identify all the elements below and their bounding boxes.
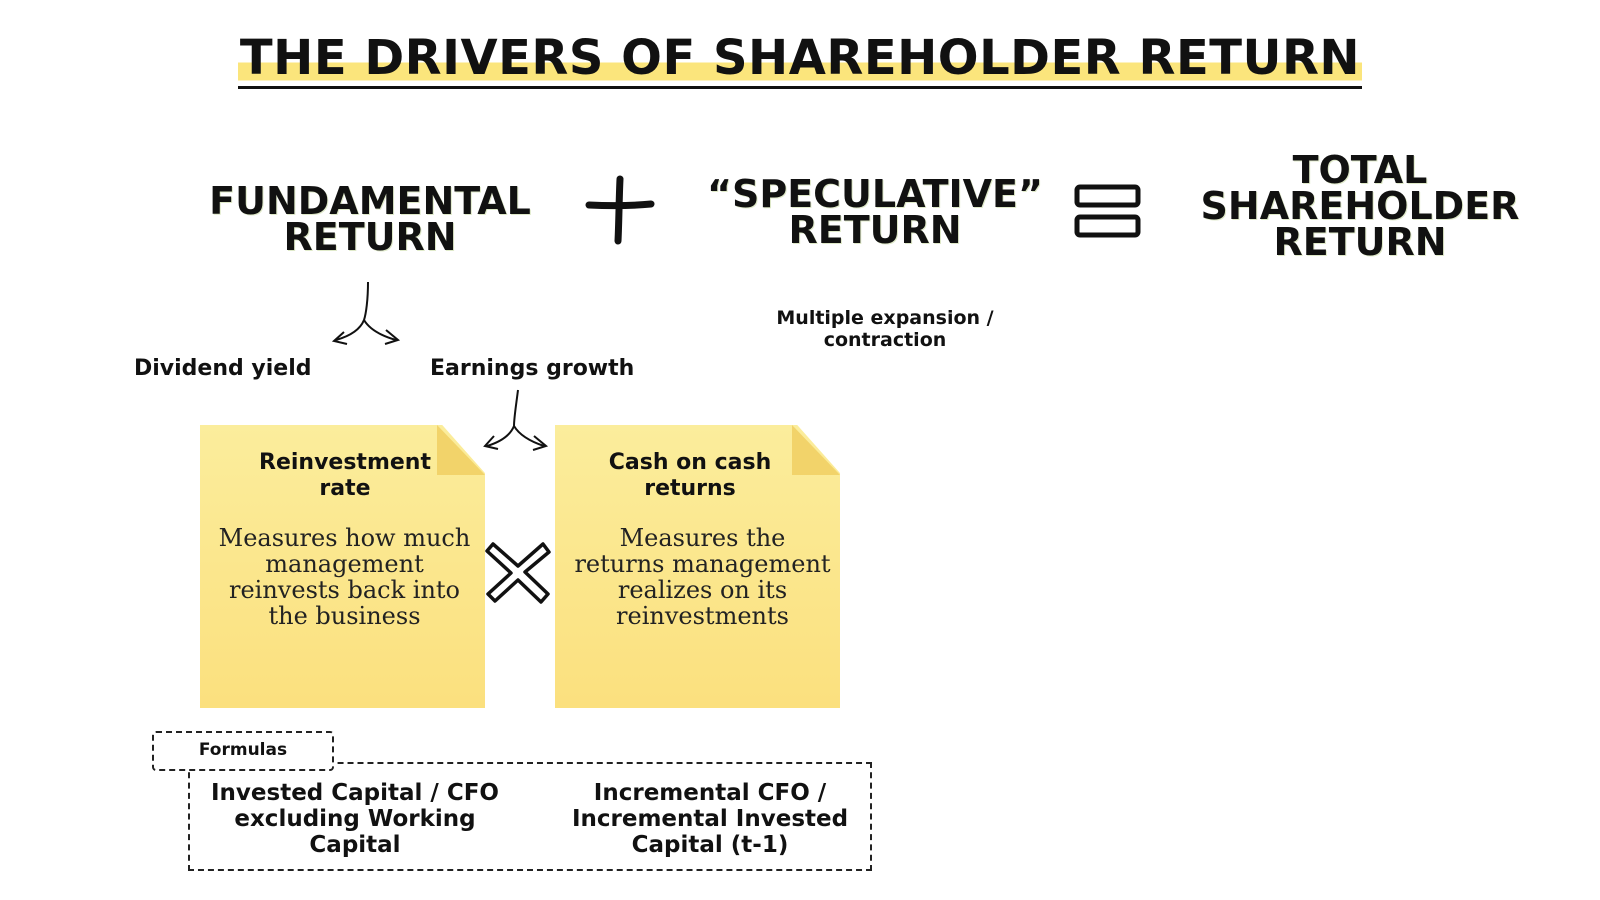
multiply-icon: [485, 542, 551, 604]
fundamental-return-term: FUNDAMENTAL RETURN: [209, 179, 531, 259]
plus-icon: [585, 175, 655, 245]
formulas-tab: Formulas: [152, 731, 334, 771]
formula-box: [188, 762, 872, 871]
cash-on-cash-formula: Incremental CFO / Incremental Invested C…: [571, 780, 849, 858]
split-arrow-icon: [483, 389, 549, 451]
multiple-expansion-label: Multiple expansion / contraction: [776, 307, 994, 351]
total-shareholder-return-term: TOTAL SHAREHOLDER RETURN: [1200, 148, 1520, 264]
speculative-return-term: “SPECULATIVE” RETURN: [707, 172, 1043, 252]
note-body: Measures how much management reinvests b…: [218, 524, 471, 630]
page-title: THE DRIVERS OF SHAREHOLDER RETURN: [0, 30, 1600, 89]
split-arrow-icon: [331, 281, 401, 345]
note-title: Reinvestment rate: [259, 450, 431, 501]
note-fold: [792, 425, 888, 475]
reinvestment-rate-formula: Invested Capital / CFO excluding Working…: [211, 780, 499, 858]
note-title: Cash on cash returns: [608, 450, 772, 501]
note-fold: [437, 425, 533, 475]
dividend-yield-label: Dividend yield: [134, 356, 312, 381]
equals-icon: [1074, 184, 1141, 238]
note-body: Measures the returns management realizes…: [574, 524, 831, 630]
earnings-growth-label: Earnings growth: [430, 356, 635, 381]
